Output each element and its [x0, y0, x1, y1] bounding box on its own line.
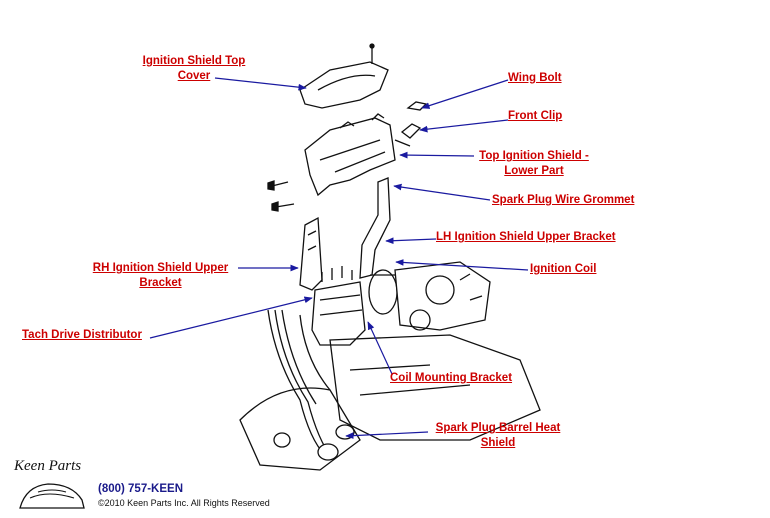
leader-coil-bracket	[367, 321, 393, 375]
lower-shield-part	[304, 117, 396, 197]
label-line: Top Ignition Shield -	[479, 150, 589, 162]
label-lh-ignition-shield-upper-bracket[interactable]: LH Ignition Shield Upper Bracket	[436, 230, 616, 245]
label-top-ignition-shield-lower[interactable]: Top Ignition Shield - Lower Part	[474, 149, 594, 179]
label-spark-plug-wire-grommet[interactable]: Spark Plug Wire Grommet	[492, 193, 634, 208]
carburetor-part	[394, 261, 491, 331]
label-ignition-coil[interactable]: Ignition Coil	[530, 262, 596, 277]
label-line: Coil Mounting Bracket	[390, 372, 513, 384]
parts-drawing	[239, 43, 541, 471]
leader-front-clip	[419, 119, 509, 133]
label-front-clip[interactable]: Front Clip	[508, 109, 562, 124]
label-ignition-shield-top-cover[interactable]: Ignition Shield Top Cover	[134, 54, 254, 84]
label-line: Lower Part	[504, 165, 564, 177]
footer-copyright: ©2010 Keen Parts Inc. All Rights Reserve…	[98, 498, 270, 508]
label-line: Cover	[177, 70, 211, 82]
keen-parts-logo: Keen Parts	[13, 458, 85, 509]
lh-bracket-part	[359, 177, 391, 279]
top-cover-part	[299, 61, 389, 109]
label-tach-drive-distributor[interactable]: Tach Drive Distributor	[22, 328, 142, 343]
label-spark-plug-barrel-heat-shield[interactable]: Spark Plug Barrel Heat Shield	[428, 421, 568, 451]
rh-bracket-part	[299, 216, 323, 291]
label-line: Ignition Coil	[530, 263, 597, 275]
leader-distributor	[149, 296, 313, 339]
leader-top-shield-lower	[399, 151, 475, 159]
label-line: Wing Bolt	[508, 72, 562, 84]
leader-lh-bracket	[385, 237, 437, 245]
leader-wing-bolt	[421, 79, 509, 109]
label-line: Spark Plug Barrel Heat	[435, 422, 561, 434]
label-line: Spark Plug Wire Grommet	[492, 194, 635, 206]
label-line: Bracket	[139, 277, 182, 289]
engine-part	[329, 334, 541, 441]
label-line: Ignition Shield Top	[142, 55, 246, 67]
leader-heat-shield	[345, 431, 429, 439]
leader-grommet	[393, 183, 491, 201]
label-wing-bolt[interactable]: Wing Bolt	[508, 71, 562, 86]
label-line: RH Ignition Shield Upper	[92, 262, 229, 274]
distributor-part	[311, 281, 366, 346]
leader-arrows	[149, 77, 529, 439]
label-line: Shield	[480, 437, 516, 449]
label-line: Tach Drive Distributor	[22, 329, 142, 341]
leader-top-cover	[214, 77, 307, 91]
label-coil-mounting-bracket[interactable]: Coil Mounting Bracket	[390, 371, 512, 386]
logo-text: Keen Parts	[13, 458, 81, 474]
label-line: LH Ignition Shield Upper Bracket	[436, 231, 616, 243]
leader-ignition-coil	[395, 259, 529, 271]
label-rh-ignition-shield-upper-bracket[interactable]: RH Ignition Shield Upper Bracket	[88, 261, 233, 291]
label-line: Front Clip	[508, 110, 563, 122]
footer-phone: (800) 757-KEEN	[98, 483, 184, 495]
